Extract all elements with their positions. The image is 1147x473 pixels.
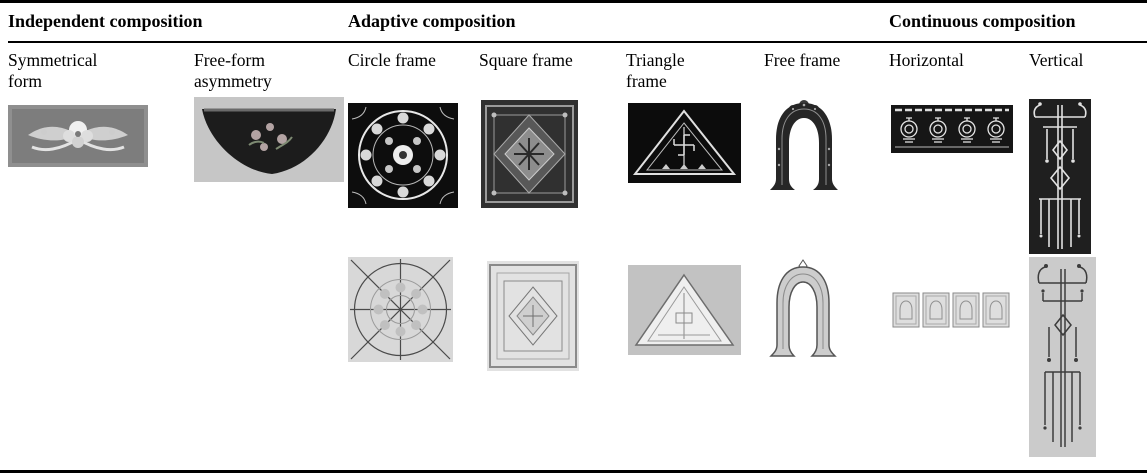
horizontal-band-line-drawing-image: [891, 289, 1011, 331]
sample-cell-square-frame-line: [479, 257, 626, 469]
free-frame-pattern-image: [770, 100, 838, 190]
column-header-circle-frame: Circle frame: [348, 50, 436, 70]
sample-cell-free-form-asymmetry: [194, 95, 348, 257]
column-header-horizontal: Horizontal: [889, 50, 964, 70]
sample-cell-square-frame: [479, 95, 626, 257]
square-frame-pattern-image: [481, 100, 578, 208]
horizontal-band-pattern-image: [891, 105, 1013, 153]
triangle-frame-line-drawing-image: [628, 265, 741, 355]
empty-cell: [194, 257, 348, 469]
sample-cell-free-frame: [764, 95, 889, 257]
column-header-free-frame: Free frame: [764, 50, 841, 70]
column-header-triangle-frame: Triangle frame: [626, 50, 685, 92]
vertical-band-line-drawing-image: [1029, 257, 1096, 457]
group-header-continuous-composition: Continuous composition: [889, 11, 1076, 31]
column-header-square-frame: Square frame: [479, 50, 573, 70]
sample-cell-triangle-frame: [626, 95, 764, 257]
sample-cell-vertical-band-line: [1029, 257, 1145, 469]
free-form-asymmetry-pattern-image: [194, 97, 344, 182]
vertical-band-pattern-image: [1029, 99, 1091, 254]
group-header-independent-composition: Independent composition: [8, 11, 203, 31]
sample-cell-horizontal-band-line: [889, 257, 1029, 469]
group-header-adaptive-composition: Adaptive composition: [348, 11, 516, 31]
circle-frame-pattern-image: [348, 103, 458, 208]
triangle-frame-pattern-image: [628, 103, 741, 183]
column-header-vertical: Vertical: [1029, 50, 1084, 70]
symmetrical-form-pattern-image: [8, 105, 148, 167]
composition-table-header: Independent composition Adaptive composi…: [8, 3, 1147, 43]
sample-cell-circle-frame: [348, 95, 479, 257]
sample-cell-circle-frame-line: [348, 257, 479, 469]
circle-frame-line-drawing-image: [348, 257, 453, 362]
column-header-free-form-asymmetry: Free-form asymmetry: [194, 50, 272, 92]
empty-cell: [8, 257, 194, 469]
composition-table-body: Symmetrical form Free-form asymmetry Cir…: [8, 43, 1147, 469]
sample-cell-symmetrical-form: [8, 95, 194, 257]
sample-cell-free-frame-line: [764, 257, 889, 469]
column-header-symmetrical-form: Symmetrical form: [8, 50, 98, 92]
sample-cell-triangle-frame-line: [626, 257, 764, 469]
sample-cell-vertical-band: [1029, 95, 1145, 257]
square-frame-line-drawing-image: [487, 261, 579, 371]
free-frame-line-drawing-image: [769, 259, 837, 357]
sample-cell-horizontal-band: [889, 95, 1029, 257]
